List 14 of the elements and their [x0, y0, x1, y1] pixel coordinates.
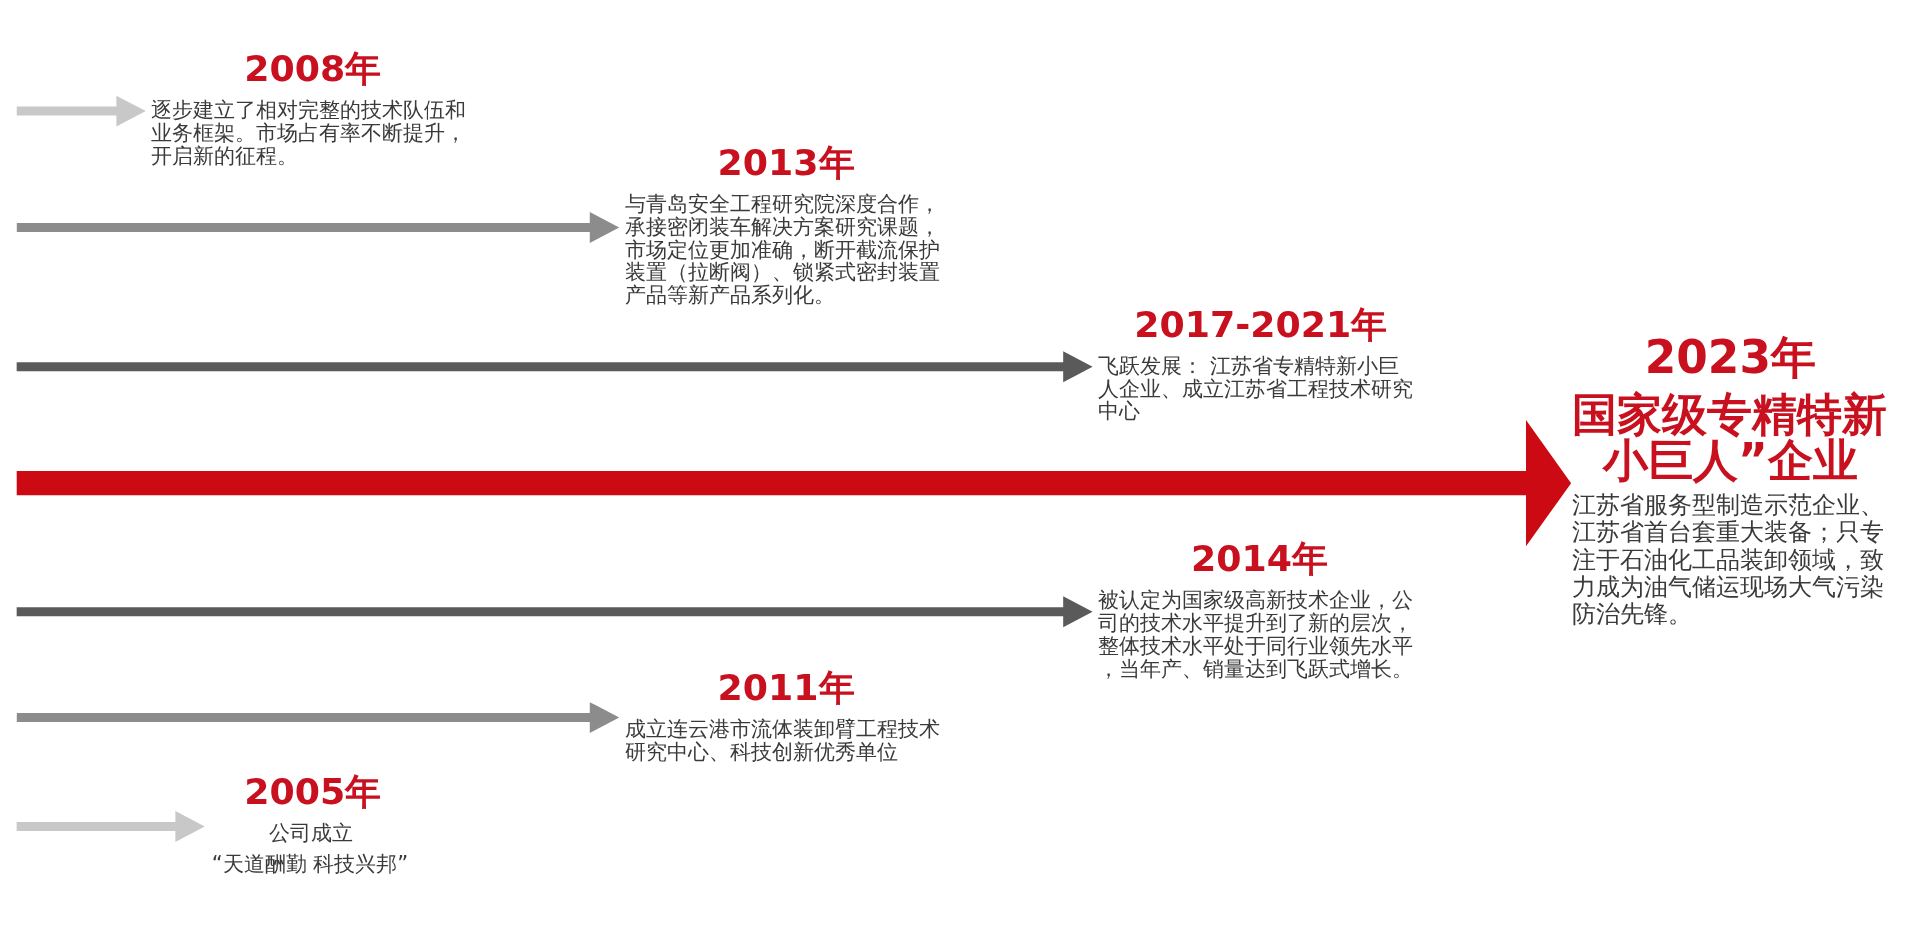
arrow [16, 810, 205, 842]
node-text: 2014年 被认定为国家级高新技术企业，公司的技术水平提升到了新的层次，整体技术水平处于同行业领先水平，当年产、销量达到飞跃式增长。 [1097, 536, 1413, 681]
node-text: 2008年 逐步建立了相对完整的技术队伍和业务框架。市场占有率不断提升，开启新的征程。 [151, 46, 467, 168]
arrow [16, 95, 146, 127]
arrow [16, 701, 620, 733]
node-text: 2011年 成立连云港市流体装卸臂工程技术研究中心、科技创新优秀单位 [624, 665, 940, 764]
arrow [16, 350, 1093, 382]
arrow [16, 211, 620, 243]
node-text: 2005年 公司成立 “天道酬勤 科技兴邦” [211, 769, 409, 876]
node-text: 2013年 与青岛安全工程研究院深度合作，承接密闭装车解决方案研究课题，市场定位更加准确，断开截流保护装置（拉断阀）、锁紧式密封装置产品等新产品系列化。 [624, 140, 940, 307]
node-text: 2023年 国家级专精特新小巨人”企业 江苏省服务型制造示范企业、江苏省首台套重大装备；只专注于石油化工品装卸领域，致力成为油气储运现场大气污染防治先锋。 [1572, 330, 1888, 628]
node-text: 2017-2021年 飞跃发展： 江苏省专精特新小巨人企业、成立江苏省工程技术研究中心 [1097, 302, 1413, 423]
arrow [16, 419, 1572, 546]
arrow [16, 595, 1093, 627]
